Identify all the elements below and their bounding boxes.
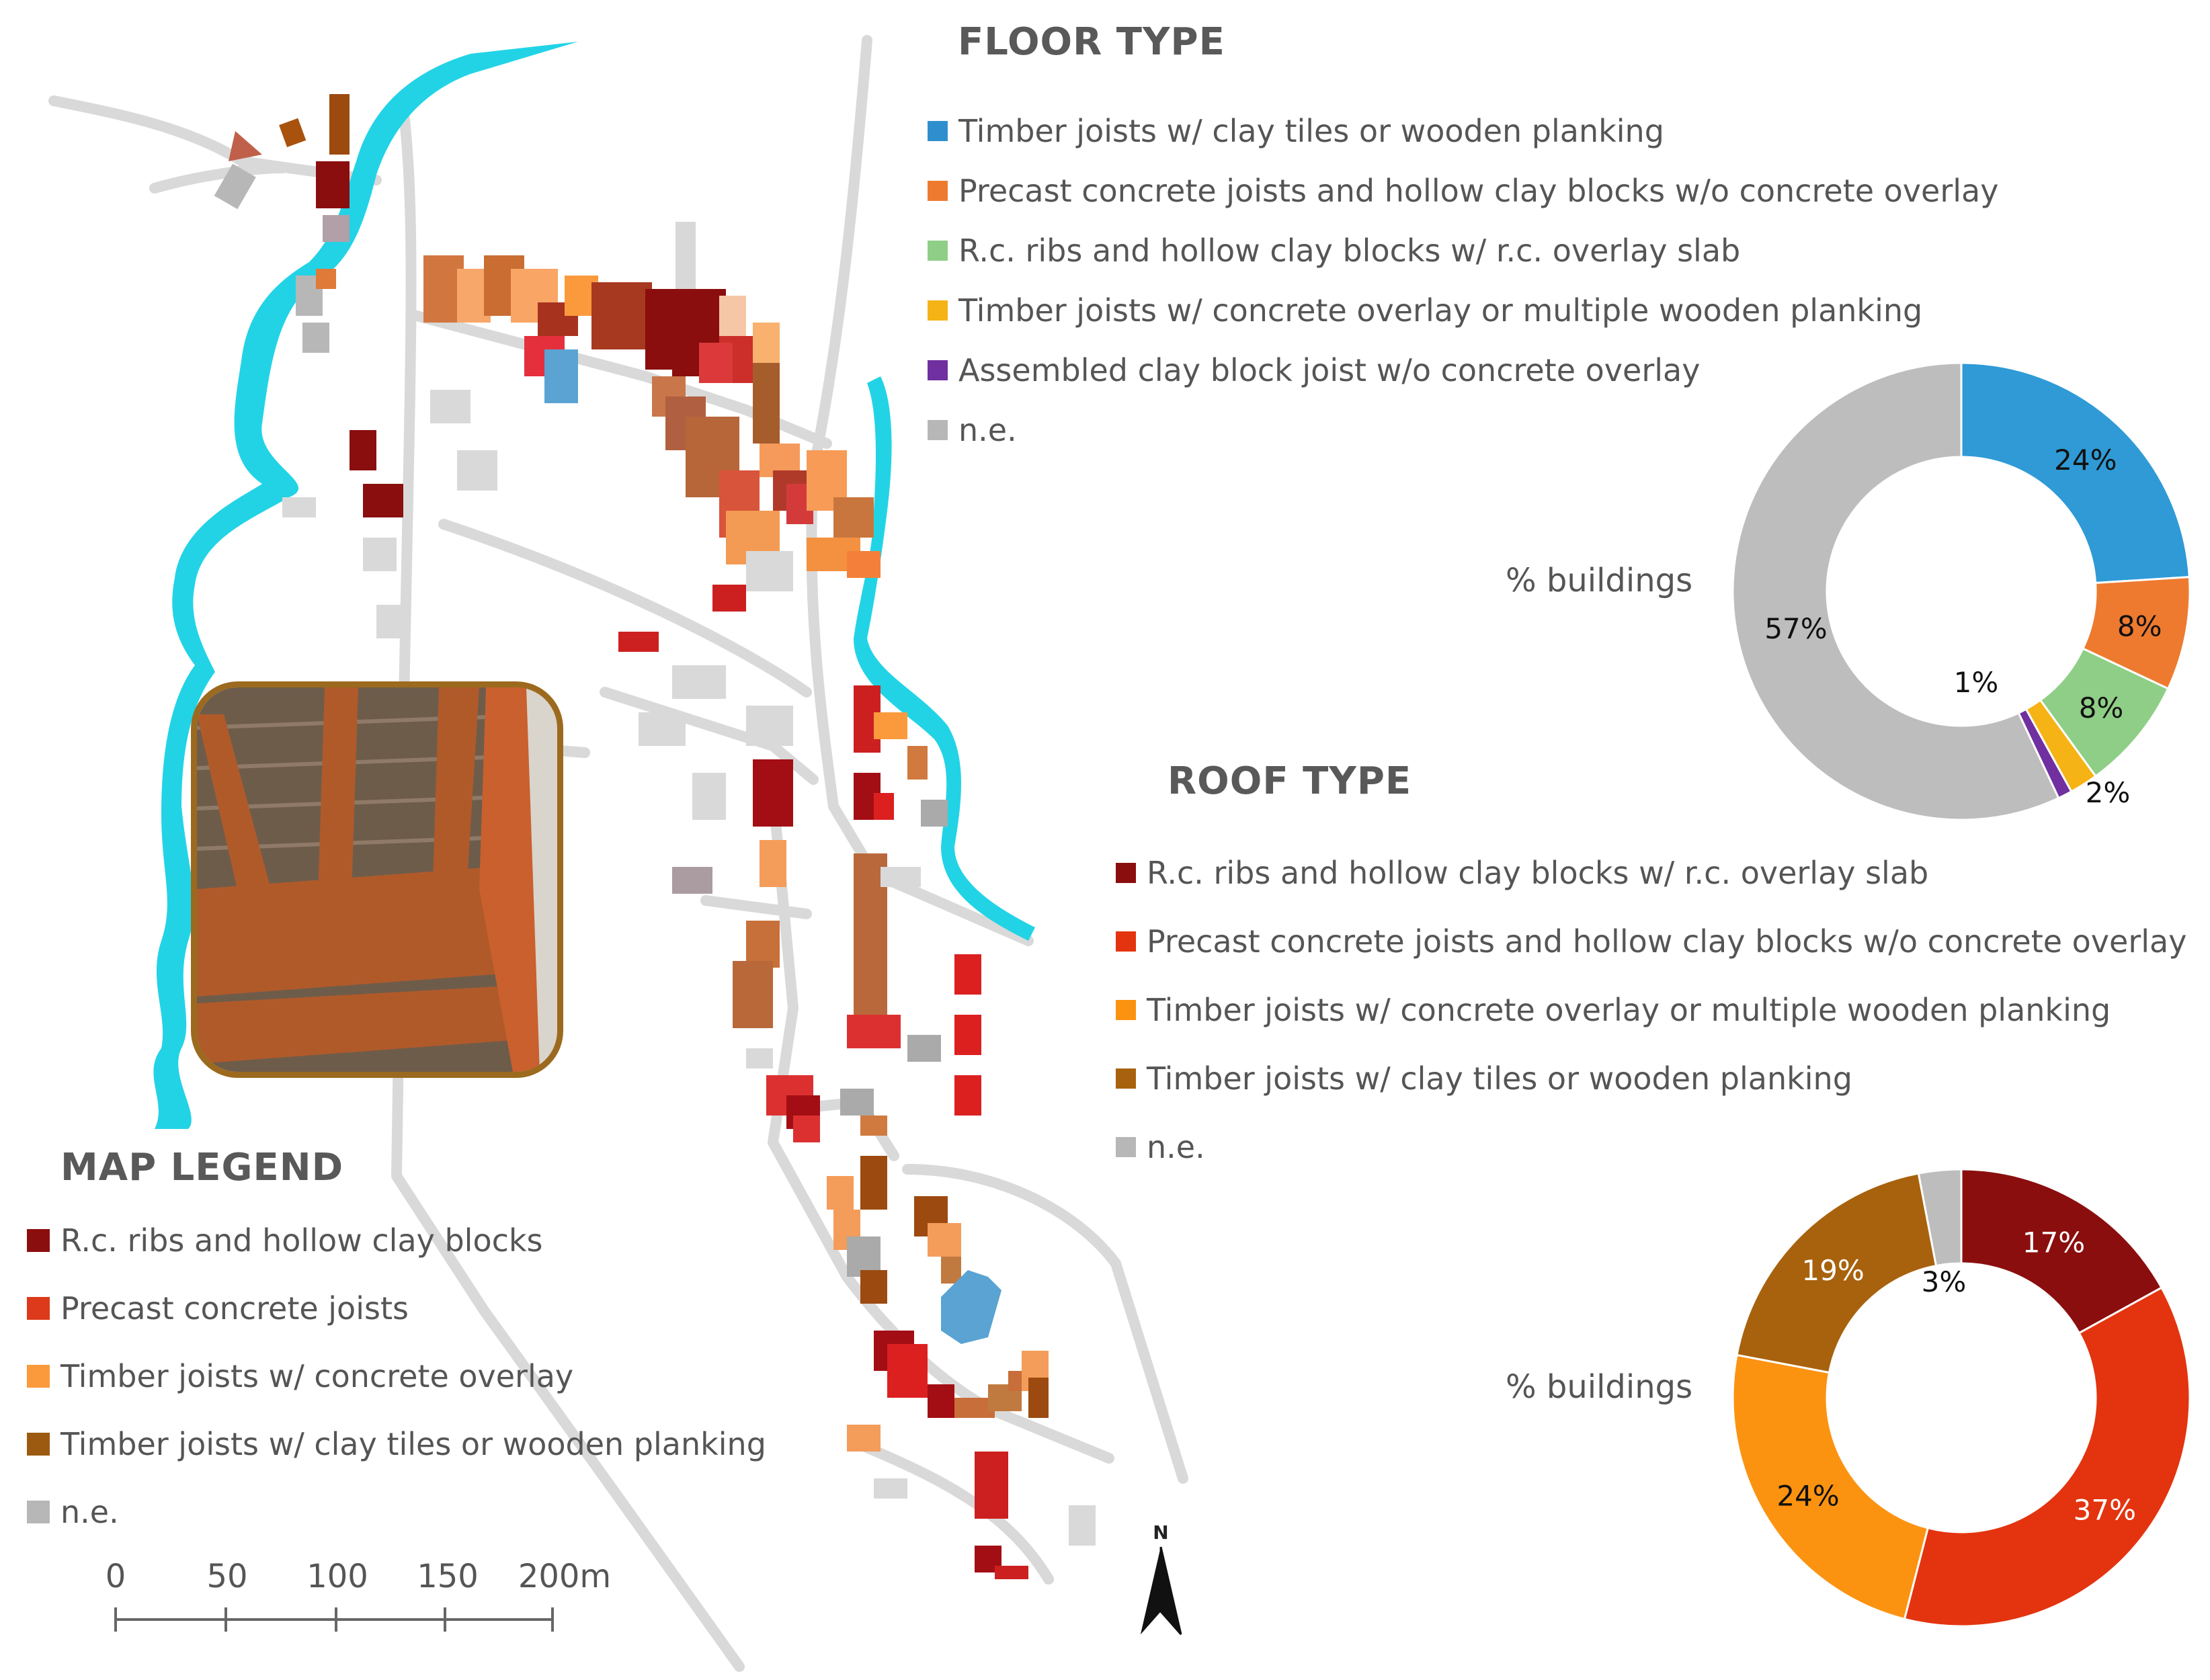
donut-slice	[1960, 1168, 2163, 1335]
floor-legend-item: n.e.	[928, 400, 1998, 460]
scale-tick-label: 150	[417, 1558, 479, 1595]
roof-legend-item: R.c. ribs and hollow clay blocks w/ r.c.…	[1116, 839, 2186, 907]
legend-swatch	[1116, 931, 1136, 952]
scale-tick-label: 50	[206, 1558, 248, 1595]
donut-data-label: 3%	[1922, 1265, 1967, 1298]
legend-swatch	[27, 1432, 50, 1456]
roof-legend-item: Precast concrete joists and hollow clay …	[1116, 907, 2186, 976]
donut-data-label: 8%	[2079, 691, 2124, 724]
legend-swatch	[27, 1296, 50, 1320]
floor-type-title: FLOOR TYPE	[958, 20, 1225, 64]
donut-slice	[1960, 362, 2191, 585]
legend-label: Precast concrete joists	[60, 1290, 409, 1327]
north-label: N	[1153, 1521, 1168, 1544]
river-west	[153, 42, 579, 1129]
legend-swatch	[1116, 1137, 1136, 1157]
legend-label: Timber joists w/ concrete overlay	[60, 1357, 574, 1394]
roof-legend-item: Timber joists w/ concrete overlay or mul…	[1116, 976, 2186, 1044]
buildings	[214, 94, 1096, 1579]
legend-swatch	[1116, 1068, 1136, 1089]
donut-slice	[1731, 362, 2060, 821]
donut-data-label: 37%	[2074, 1493, 2136, 1526]
legend-swatch	[1116, 1000, 1136, 1020]
roof-legend-item: n.e.	[1116, 1113, 2186, 1181]
legend-swatch	[27, 1228, 50, 1252]
donut-data-label: 8%	[2117, 610, 2162, 643]
floor-legend-item: Timber joists w/ clay tiles or wooden pl…	[928, 101, 1998, 161]
legend-label: R.c. ribs and hollow clay blocks w/ r.c.…	[958, 232, 1741, 269]
legend-label: R.c. ribs and hollow clay blocks w/ r.c.…	[1147, 855, 1929, 891]
donut-data-label: 24%	[1776, 1480, 1839, 1513]
legend-label: Timber joists w/ clay tiles or wooden pl…	[60, 1425, 766, 1462]
donut-slice	[1731, 1353, 1930, 1621]
legend-label: Timber joists w/ clay tiles or wooden pl…	[958, 112, 1664, 149]
map-legend-item: n.e.	[27, 1478, 766, 1546]
scale-tick-label: 200m	[518, 1558, 612, 1595]
floor-legend-item: Timber joists w/ concrete overlay or mul…	[928, 280, 1998, 340]
legend-swatch	[928, 300, 948, 321]
map-legend-item: Timber joists w/ clay tiles or wooden pl…	[27, 1410, 766, 1478]
legend-swatch	[928, 419, 948, 440]
map-legend-title: MAP LEGEND	[60, 1146, 344, 1189]
legend-label: Precast concrete joists and hollow clay …	[1147, 923, 2187, 960]
legend-label: n.e.	[958, 411, 1017, 448]
timber-floor-photo	[191, 681, 563, 1078]
donut-data-label: 24%	[2054, 444, 2117, 476]
roof-type-title: ROOF TYPE	[1168, 759, 1412, 803]
legend-label: Timber joists w/ concrete overlay or mul…	[1147, 992, 2111, 1028]
legend-swatch	[27, 1364, 50, 1388]
map-legend: R.c. ribs and hollow clay blocks Precast…	[27, 1206, 766, 1546]
legend-label: R.c. ribs and hollow clay blocks	[60, 1222, 543, 1259]
legend-swatch	[1116, 863, 1136, 883]
donut-data-label: 57%	[1764, 612, 1827, 645]
legend-label: n.e.	[60, 1493, 119, 1530]
legend-swatch	[928, 120, 948, 141]
donut-slice	[1917, 1168, 1963, 1267]
north-arrow-icon	[1141, 1546, 1182, 1635]
river-east	[854, 376, 1035, 941]
scale-tick-label: 100	[306, 1558, 368, 1595]
legend-label: Assembled clay block joist w/o concrete …	[958, 351, 1701, 388]
donut-data-label: 1%	[1954, 666, 1999, 699]
legend-label: Timber joists w/ clay tiles or wooden pl…	[1147, 1060, 1852, 1097]
legend-swatch	[928, 180, 948, 201]
floor-legend-item: Precast concrete joists and hollow clay …	[928, 161, 1998, 220]
legend-label: n.e.	[1147, 1129, 1205, 1165]
donut-data-label: 19%	[1801, 1254, 1864, 1287]
roof-type-legend: R.c. ribs and hollow clay blocks w/ r.c.…	[1116, 839, 2186, 1181]
roof-chart-axis-label: % buildings	[1506, 1368, 1693, 1406]
legend-label: Precast concrete joists and hollow clay …	[958, 172, 1999, 209]
legend-swatch	[27, 1500, 50, 1523]
floor-type-legend: Timber joists w/ clay tiles or wooden pl…	[928, 101, 1998, 460]
floor-legend-item: R.c. ribs and hollow clay blocks w/ r.c.…	[928, 220, 1998, 280]
map-legend-item: R.c. ribs and hollow clay blocks	[27, 1206, 766, 1274]
donut-slice	[1735, 1172, 1938, 1374]
floor-legend-item: Assembled clay block joist w/o concrete …	[928, 340, 1998, 400]
map-legend-item: Precast concrete joists	[27, 1274, 766, 1342]
map-legend-item: Timber joists w/ concrete overlay	[27, 1342, 766, 1410]
legend-swatch	[928, 360, 948, 380]
donut-data-label: 2%	[2086, 776, 2131, 809]
legend-label: Timber joists w/ concrete overlay or mul…	[958, 292, 1923, 329]
floor-chart-axis-label: % buildings	[1506, 562, 1693, 599]
scale-tick-label: 0	[105, 1558, 126, 1595]
donut-data-label: 17%	[2022, 1226, 2085, 1259]
donut-slice	[1903, 1286, 2191, 1628]
legend-swatch	[928, 240, 948, 261]
roof-legend-item: Timber joists w/ clay tiles or wooden pl…	[1116, 1044, 2186, 1113]
